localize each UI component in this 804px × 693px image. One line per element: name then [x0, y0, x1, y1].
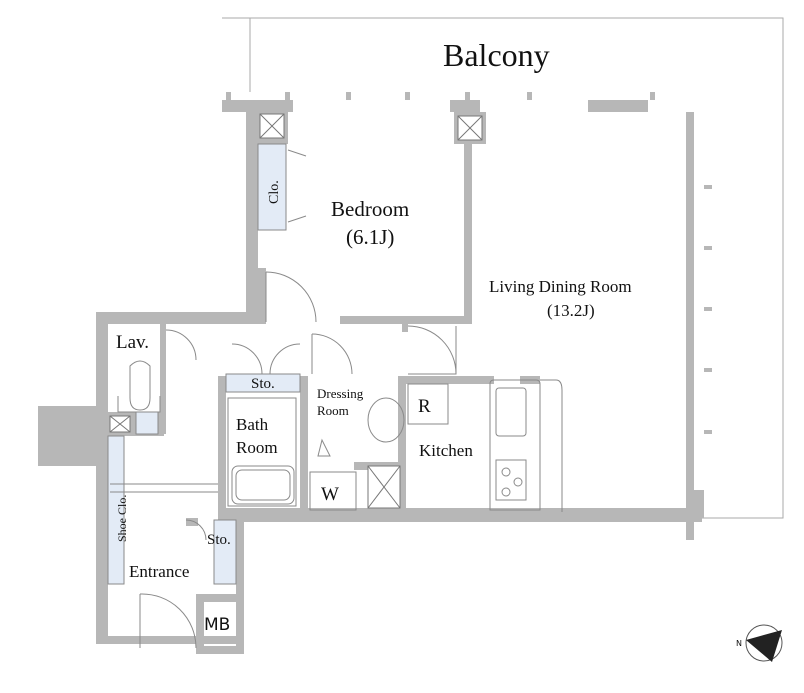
toilet-icon — [129, 360, 151, 411]
storage-upper-fill — [225, 373, 301, 393]
bathtub-icon — [231, 465, 295, 505]
shoe-closet-fill — [107, 435, 125, 585]
storage-areas — [107, 143, 301, 585]
vent-boxes — [109, 113, 483, 509]
meter-box-label: MB — [204, 615, 230, 635]
storage-lower-label: Sto. — [207, 532, 231, 548]
storage-lower-fill — [213, 519, 237, 585]
bath-room-label-1: Bath — [236, 415, 269, 434]
lav-shelf-fill — [135, 411, 159, 435]
bath-area — [227, 397, 297, 507]
refrigerator-box — [407, 383, 449, 425]
refrigerator-label: R — [418, 396, 431, 417]
storage-upper-label: Sto. — [251, 376, 275, 392]
shoe-closet-label: Shoe Clo. — [115, 495, 129, 542]
door-swings — [110, 149, 457, 649]
stove-icon — [495, 459, 527, 501]
closet-fill — [257, 143, 287, 231]
washer-box — [309, 471, 357, 511]
balcony-railing-ticks — [226, 92, 712, 434]
kitchen-fixtures — [407, 379, 563, 512]
lavatory-label: Lav. — [116, 332, 149, 353]
living-room-size-label: (13.2J) — [547, 301, 595, 320]
washbasin-icon — [367, 397, 405, 443]
living-room-label: Living Dining Room — [489, 277, 632, 296]
compass-icon: N — [736, 624, 783, 662]
bedroom-size-label: (6.1J) — [346, 225, 394, 249]
dressing-room-label-1: Dressing — [317, 386, 364, 401]
closet-label: Clo. — [267, 180, 282, 204]
balcony-label: Balcony — [443, 37, 550, 73]
kitchen-label: Kitchen — [419, 441, 473, 460]
dressing-room-label-2: Room — [317, 403, 349, 418]
compass-north-label: N — [736, 639, 742, 648]
bath-room-label-2: Room — [236, 438, 278, 457]
bedroom-label: Bedroom — [331, 197, 409, 221]
entrance-label: Entrance — [129, 562, 189, 581]
balcony-area — [222, 17, 784, 519]
washer-label: W — [321, 484, 339, 505]
sink-icon — [495, 387, 527, 437]
bathroom-fixtures — [117, 360, 405, 511]
